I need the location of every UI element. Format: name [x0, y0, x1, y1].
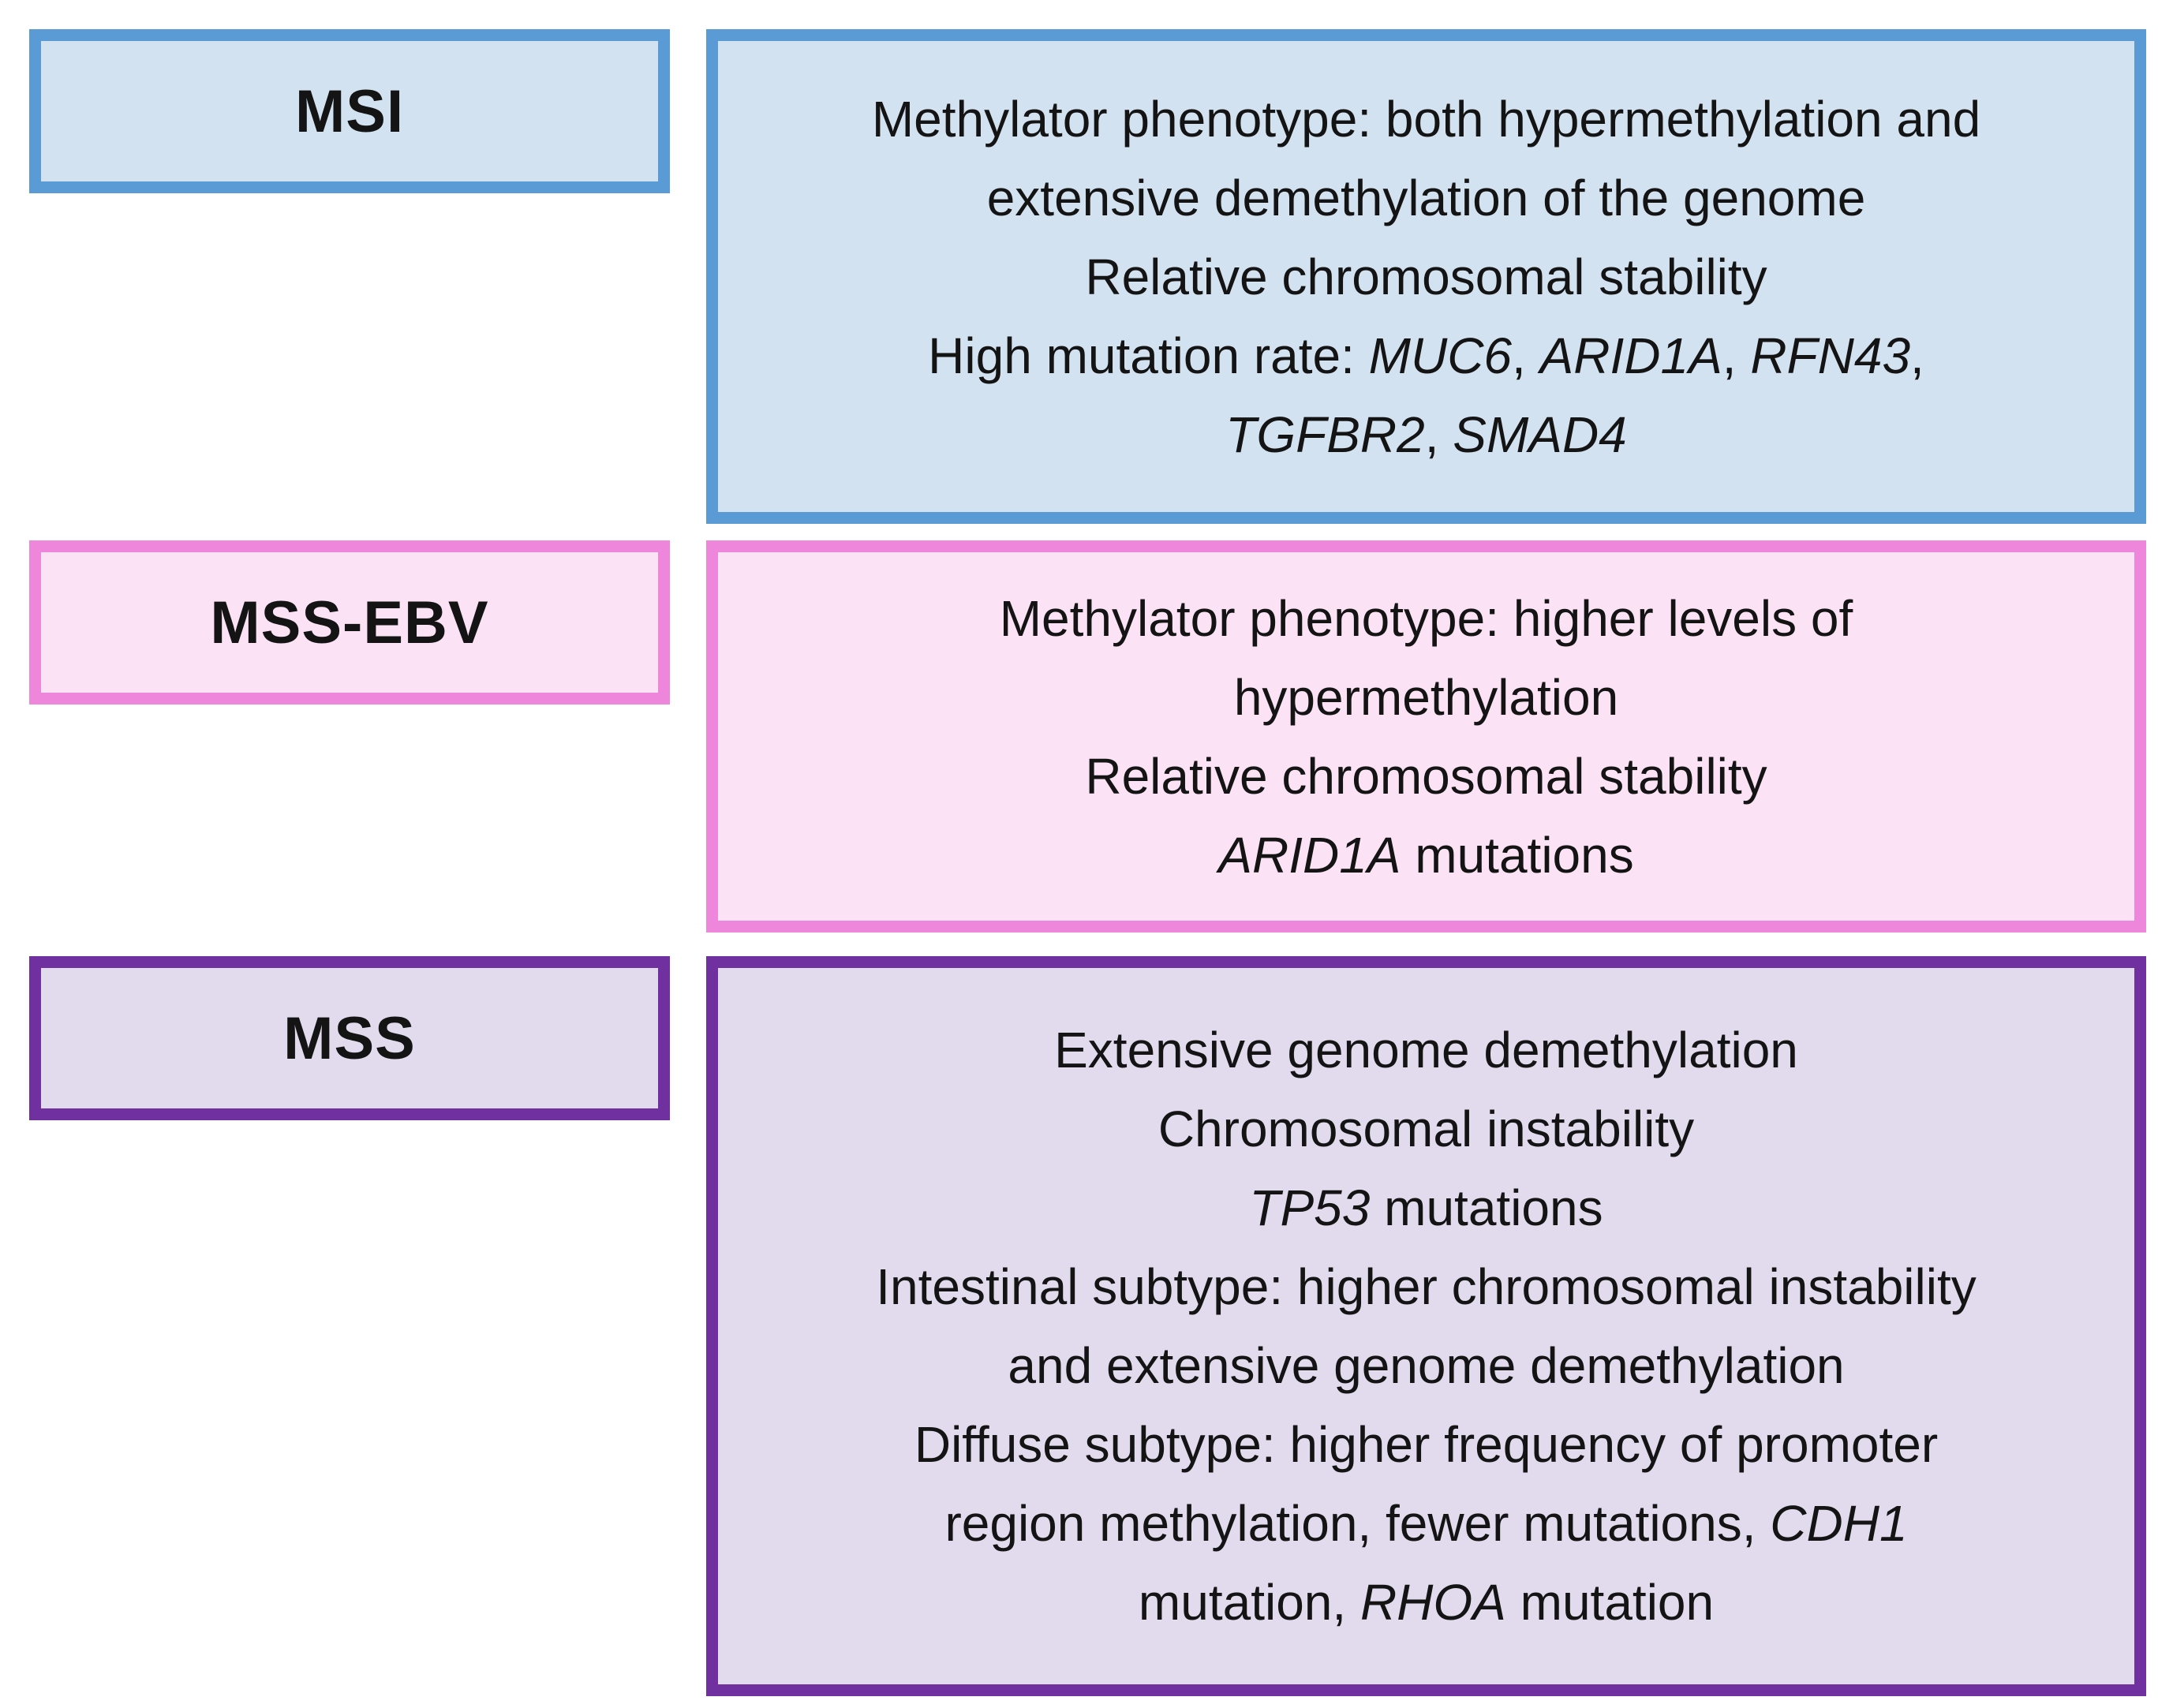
text-segment: Intestinal subtype: higher chromosomal i… [876, 1258, 1977, 1315]
msi-label: MSI [294, 77, 405, 145]
text-line: mutation, RHOA mutation [1139, 1563, 1714, 1642]
gene-name: TGFBR2 [1225, 406, 1425, 463]
text-segment: Chromosomal instability [1158, 1101, 1695, 1157]
text-line: Relative chromosomal stability [1085, 737, 1767, 816]
text-line: Relative chromosomal stability [1085, 237, 1767, 316]
text-segment: Diffuse subtype: higher frequency of pro… [914, 1416, 1939, 1473]
text-line: High mutation rate: MUC6, ARID1A, RFN43, [928, 316, 1924, 395]
text-line: TGFBR2, SMAD4 [1225, 395, 1627, 474]
gene-name: TP53 [1249, 1179, 1371, 1236]
gene-name: RFN43 [1750, 327, 1911, 384]
text-line: TP53 mutations [1249, 1168, 1603, 1247]
text-line: and extensive genome demethylation [1008, 1326, 1844, 1405]
mss-label-box: MSS [29, 956, 670, 1120]
text-segment: extensive demethylation of the genome [986, 169, 1866, 226]
text-segment: Relative chromosomal stability [1085, 747, 1767, 805]
gene-name: ARID1A [1218, 826, 1401, 884]
text-segment: Extensive genome demethylation [1054, 1022, 1798, 1078]
text-line: Methylator phenotype: higher levels of [1000, 579, 1853, 658]
mss-ebv-label: MSS-EBV [210, 589, 489, 656]
mss-ebv-description-box: Methylator phenotype: higher levels of hy… [706, 540, 2146, 932]
text-line: Chromosomal instability [1158, 1089, 1694, 1168]
text-segment: , [1424, 406, 1453, 463]
gene-name: SMAD4 [1453, 406, 1627, 463]
gene-name: MUC6 [1368, 327, 1513, 384]
text-line: ARID1A mutations [1218, 816, 1633, 895]
text-segment: mutations [1370, 1179, 1603, 1236]
text-line: region methylation, fewer mutations, CDH… [944, 1484, 1907, 1563]
mss-ebv-label-box: MSS-EBV [29, 540, 670, 705]
msi-description-box: Methylator phenotype: both hypermethylat… [706, 29, 2146, 524]
text-segment: mutation, [1138, 1574, 1360, 1631]
text-segment: mutation [1505, 1574, 1715, 1631]
text-line: Diffuse subtype: higher frequency of pro… [914, 1405, 1938, 1484]
text-segment: High mutation rate: [928, 327, 1369, 384]
text-segment: , [1910, 327, 1924, 384]
mss-label: MSS [283, 1004, 416, 1072]
text-line: Methylator phenotype: both hypermethylat… [872, 80, 1980, 159]
text-segment: hypermethylation [1233, 668, 1619, 726]
text-segment: , [1512, 327, 1540, 384]
text-line: Extensive genome demethylation [1054, 1011, 1798, 1089]
text-line: Intestinal subtype: higher chromosomal i… [876, 1247, 1976, 1326]
text-segment: Methylator phenotype: both hypermethylat… [871, 90, 1981, 148]
text-segment: and extensive genome demethylation [1008, 1337, 1845, 1394]
text-line: extensive demethylation of the genome [987, 159, 1866, 237]
text-segment: Methylator phenotype: higher levels of [999, 589, 1853, 647]
gene-name: ARID1A [1539, 327, 1722, 384]
text-segment: mutations [1401, 826, 1634, 884]
text-line: hypermethylation [1234, 658, 1618, 737]
text-segment: Relative chromosomal stability [1085, 248, 1767, 305]
gene-name: CDH1 [1770, 1495, 1908, 1552]
gene-name: RHOA [1360, 1574, 1506, 1631]
text-segment: , [1722, 327, 1751, 384]
text-segment: region methylation, fewer mutations, [944, 1495, 1771, 1552]
msi-label-box: MSI [29, 29, 670, 193]
